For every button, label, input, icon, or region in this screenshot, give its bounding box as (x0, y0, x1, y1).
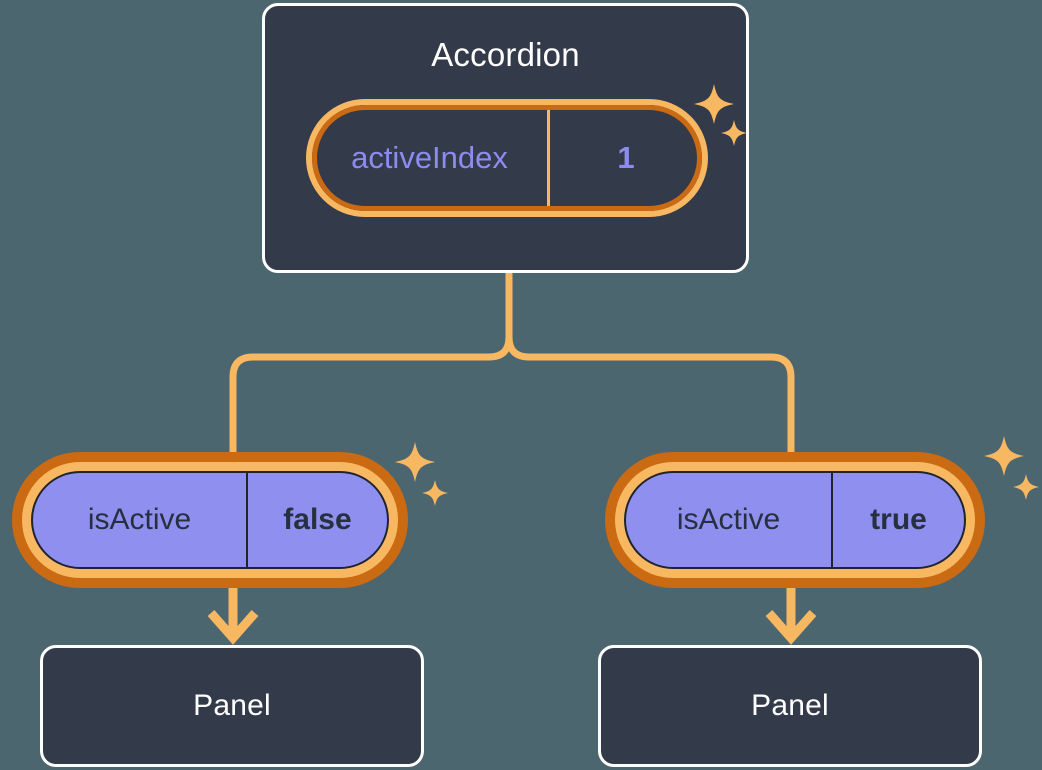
state-key-activeindex: activeIndex (312, 105, 550, 211)
arrow-down-icon-right (765, 610, 817, 645)
state-pill-isactive-false[interactable]: isActive false (31, 471, 389, 569)
sparkle-star-large (395, 442, 435, 482)
component-node-panel-left[interactable]: Panel (40, 645, 424, 767)
sparkles-icon-left (395, 442, 448, 506)
component-title-panel-right: Panel (751, 689, 829, 722)
state-value-isactive-left: false (283, 503, 352, 536)
arrow-down-icon-left (207, 610, 259, 645)
state-key-isactive-left: isActive (33, 473, 248, 567)
wire-root-to-left (229, 269, 513, 456)
state-key-isactive-right: isActive (626, 473, 833, 567)
component-title-accordion: Accordion (431, 36, 580, 73)
sparkle-star-small (1013, 474, 1039, 500)
sparkle-star-small (422, 480, 448, 506)
component-title-panel-left: Panel (193, 689, 271, 722)
state-pill-activeindex[interactable]: activeIndex 1 (306, 99, 708, 217)
state-value-isactive-right: true (870, 503, 927, 536)
sparkle-star-large (984, 436, 1024, 476)
component-node-panel-right[interactable]: Panel (598, 645, 982, 767)
state-value-activeindex: 1 (617, 140, 635, 175)
state-pill-isactive-true[interactable]: isActive true (624, 471, 966, 569)
sparkles-icon-right (984, 436, 1039, 500)
wire-root-to-right (505, 269, 795, 456)
